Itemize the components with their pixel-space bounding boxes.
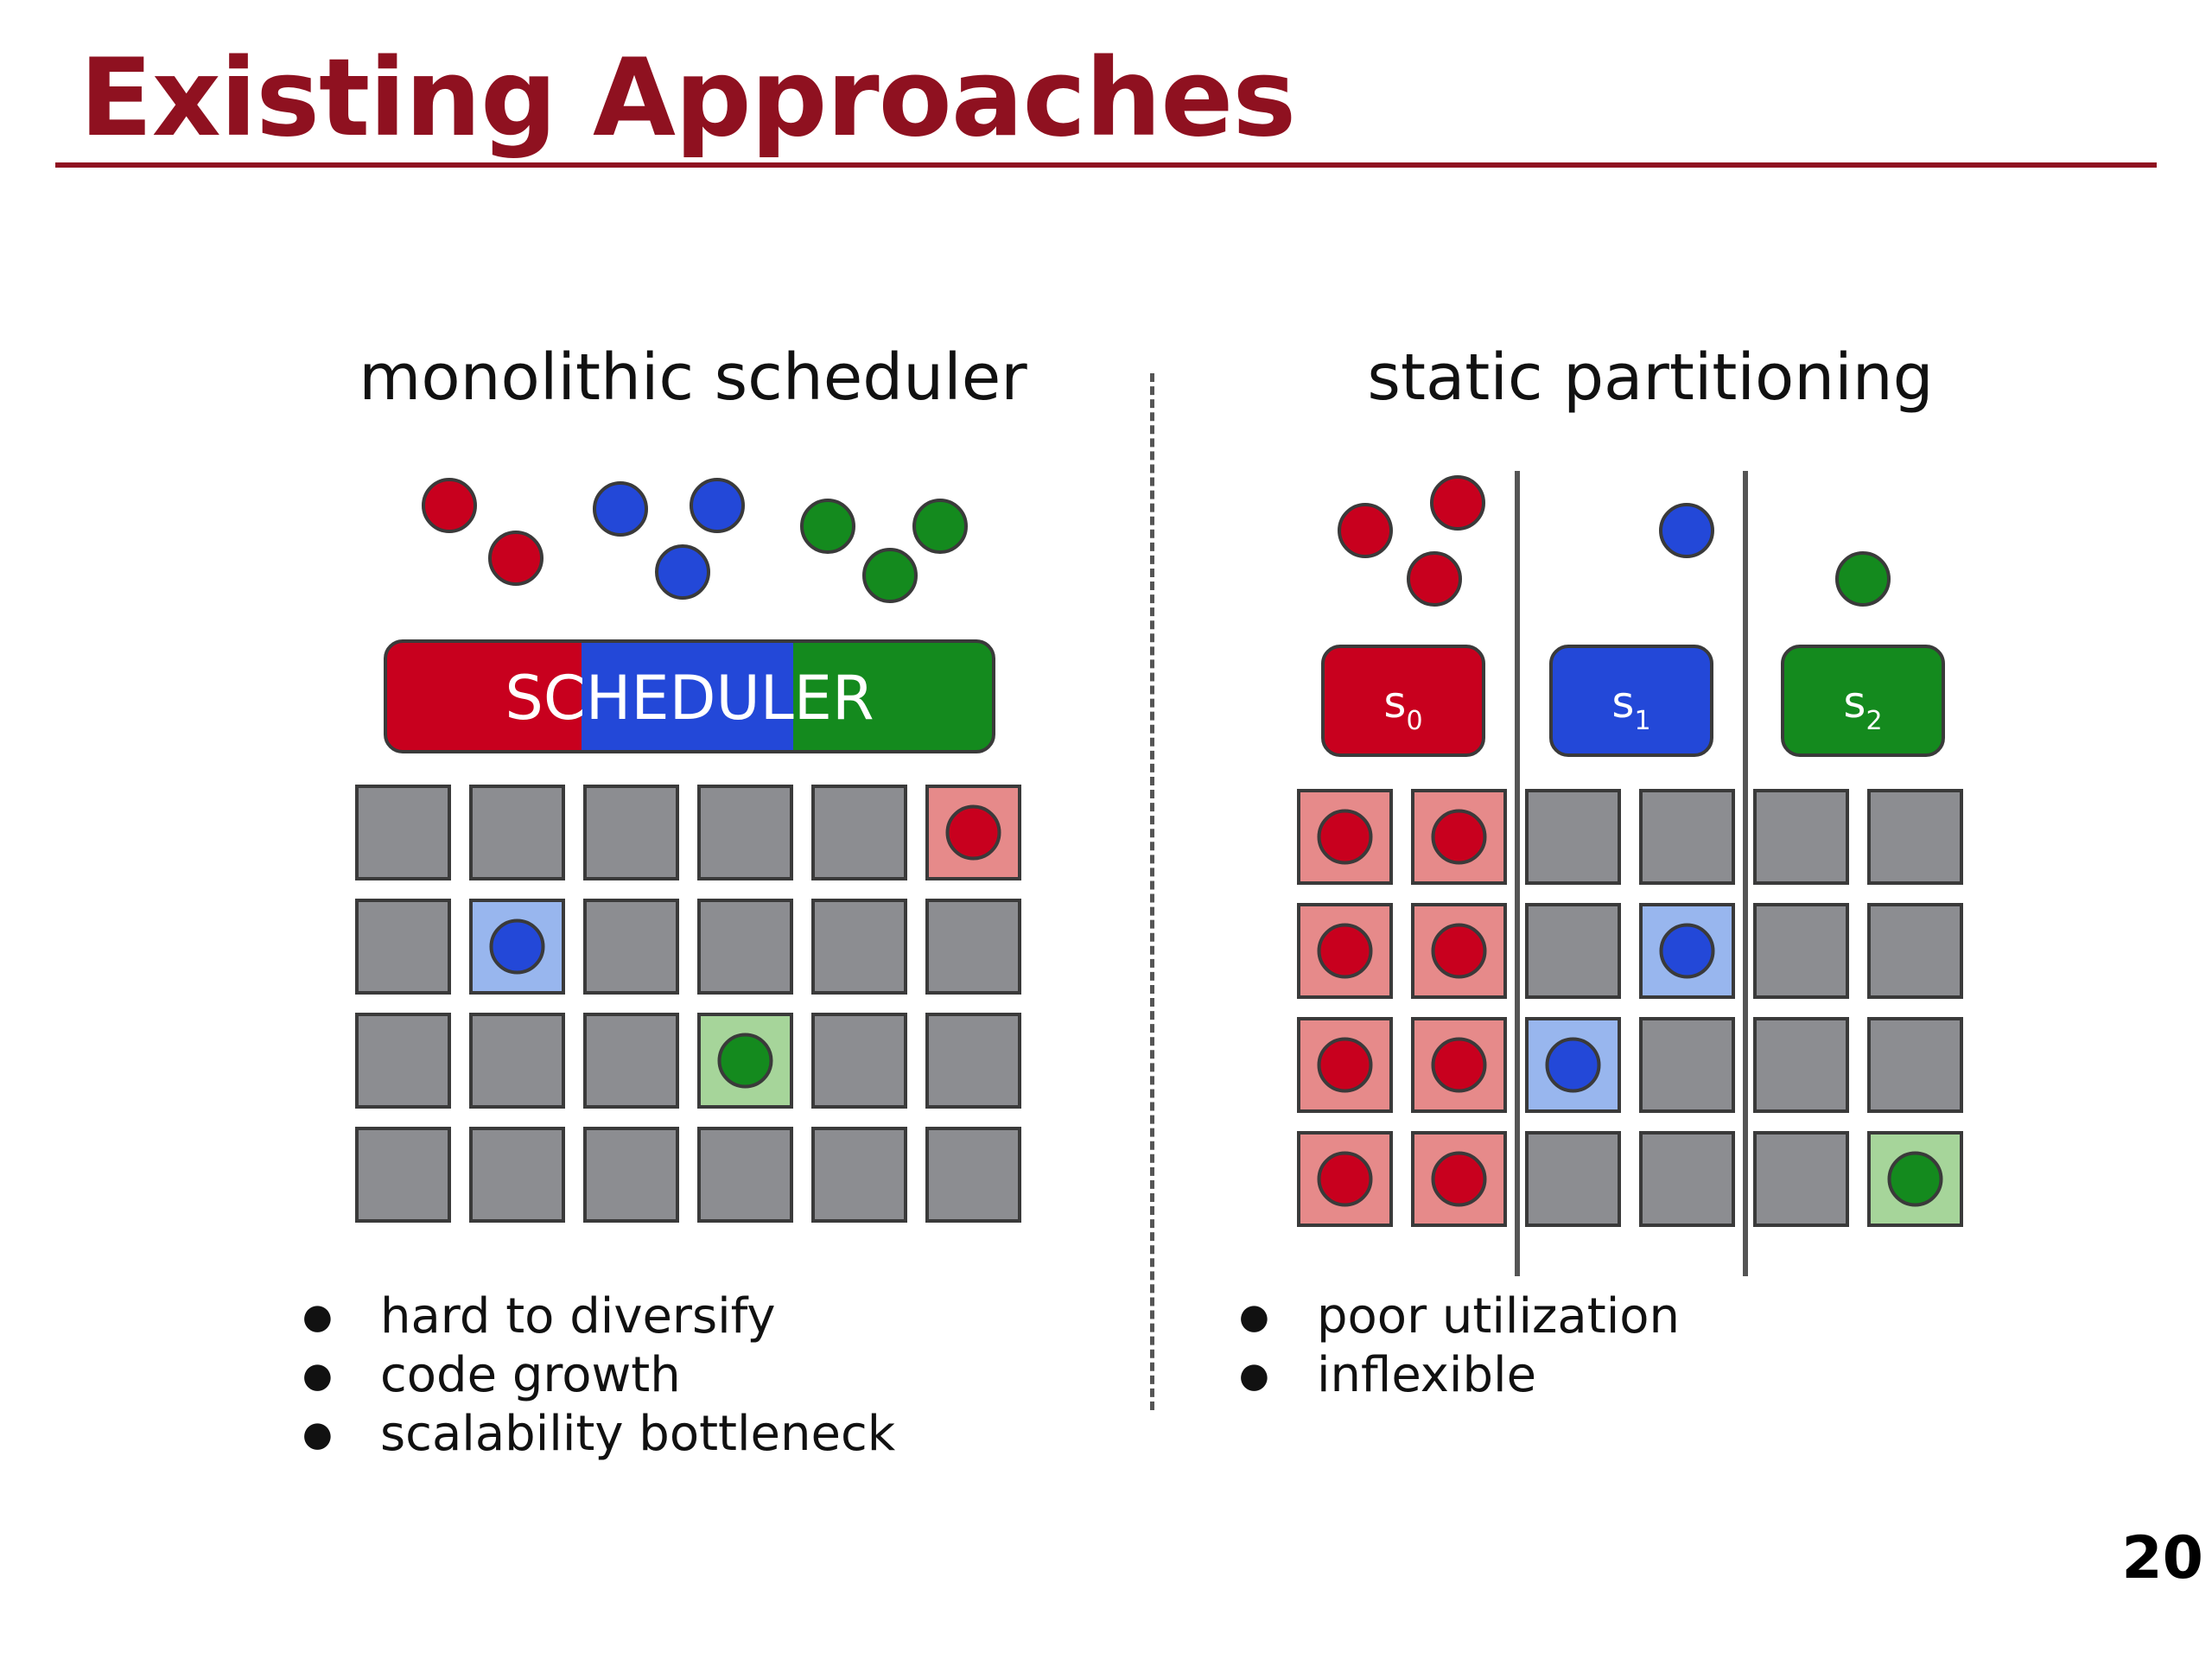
partition-scheduler-label: s0 bbox=[1383, 677, 1422, 736]
monolithic-grid-running-task bbox=[717, 1033, 773, 1089]
monolithic-grid-slot bbox=[811, 899, 907, 995]
monolithic-grid-slot bbox=[355, 1127, 451, 1223]
bullet-item: inflexible bbox=[1239, 1346, 1680, 1405]
static-grid-running-task bbox=[1317, 1151, 1373, 1207]
static-grid-running-task bbox=[1431, 1037, 1487, 1093]
monolithic-grid-slot bbox=[811, 1127, 907, 1223]
monolithic-panel-title: monolithic scheduler bbox=[359, 340, 1027, 415]
monolithic-grid-slot bbox=[811, 785, 907, 880]
pending-task bbox=[912, 499, 968, 554]
monolithic-bullets: hard to diversify code growth scalabilit… bbox=[302, 1287, 895, 1464]
scheduler-segment-green bbox=[793, 641, 994, 752]
monolithic-grid-slot bbox=[469, 1013, 565, 1109]
monolithic-grid-slot bbox=[811, 1013, 907, 1109]
static-grid-slot bbox=[1753, 1017, 1849, 1113]
pending-task bbox=[690, 478, 745, 533]
monolithic-grid-slot bbox=[697, 899, 793, 995]
monolithic-grid-slot bbox=[469, 785, 565, 880]
static-grid-running-task bbox=[1317, 1037, 1373, 1093]
pending-task bbox=[422, 478, 477, 533]
scheduler-box bbox=[384, 639, 995, 753]
pending-task bbox=[862, 548, 918, 603]
bullet-item: scalability bottleneck bbox=[302, 1405, 895, 1464]
monolithic-grid-running-task bbox=[489, 918, 545, 975]
title-underline bbox=[55, 162, 2157, 168]
static-grid-slot bbox=[1867, 789, 1963, 885]
static-grid-slot bbox=[1411, 903, 1507, 999]
partition-scheduler-label: s2 bbox=[1843, 677, 1882, 736]
scheduler-segment-blue bbox=[582, 641, 793, 752]
static-grid-slot bbox=[1753, 789, 1849, 885]
static-grid-running-task bbox=[1545, 1037, 1601, 1093]
static-grid-slot bbox=[1411, 1131, 1507, 1227]
static-grid-slot bbox=[1867, 1017, 1963, 1113]
monolithic-grid-slot bbox=[583, 899, 679, 995]
scheduler-label: SCHEDULER bbox=[505, 663, 874, 734]
pending-task bbox=[593, 481, 648, 537]
pending-task bbox=[1338, 503, 1393, 558]
pending-task bbox=[655, 544, 710, 600]
pending-task bbox=[1659, 503, 1714, 558]
monolithic-grid-slot bbox=[583, 1013, 679, 1109]
monolithic-grid-slot bbox=[697, 1127, 793, 1223]
partition-scheduler-2 bbox=[1781, 645, 1945, 757]
slide-title: Existing Approaches bbox=[79, 36, 1296, 161]
monolithic-grid-slot bbox=[697, 785, 793, 880]
panel-divider bbox=[1150, 373, 1154, 1410]
page-number: 20 bbox=[2121, 1524, 2203, 1592]
monolithic-grid-slot bbox=[469, 1127, 565, 1223]
static-panel-title: static partitioning bbox=[1367, 340, 1934, 415]
pending-task bbox=[488, 531, 543, 586]
static-grid-slot bbox=[1639, 789, 1735, 885]
bullet-item: hard to diversify bbox=[302, 1287, 895, 1346]
partition-scheduler-1 bbox=[1549, 645, 1713, 757]
scheduler-segment-red bbox=[385, 641, 582, 752]
static-grid-slot bbox=[1639, 1017, 1735, 1113]
static-grid-running-task bbox=[1317, 923, 1373, 979]
pending-task bbox=[800, 499, 855, 554]
static-grid-running-task bbox=[1887, 1151, 1943, 1207]
static-grid-running-task bbox=[1431, 923, 1487, 979]
monolithic-grid-slot bbox=[355, 785, 451, 880]
monolithic-grid-slot bbox=[925, 1013, 1021, 1109]
partition-scheduler-label: s1 bbox=[1611, 677, 1650, 736]
static-bullets: poor utilization inflexible bbox=[1239, 1287, 1680, 1405]
monolithic-grid-slot bbox=[583, 785, 679, 880]
pending-task bbox=[1407, 551, 1462, 607]
bullet-item: code growth bbox=[302, 1346, 895, 1405]
monolithic-grid-slot bbox=[925, 1127, 1021, 1223]
static-grid-running-task bbox=[1659, 923, 1715, 979]
monolithic-grid-slot bbox=[355, 899, 451, 995]
static-grid-slot bbox=[1525, 789, 1621, 885]
static-grid-slot bbox=[1525, 1131, 1621, 1227]
static-grid-running-task bbox=[1431, 809, 1487, 865]
static-grid-slot bbox=[1639, 1131, 1735, 1227]
partition-scheduler-0 bbox=[1321, 645, 1485, 757]
static-grid-slot bbox=[1753, 1131, 1849, 1227]
pending-task bbox=[1835, 551, 1891, 607]
static-grid-running-task bbox=[1317, 809, 1373, 865]
pending-task bbox=[1430, 475, 1485, 531]
static-grid-slot bbox=[1867, 903, 1963, 999]
static-grid-slot bbox=[1753, 903, 1849, 999]
monolithic-grid-running-task bbox=[945, 804, 1001, 861]
monolithic-grid-slot bbox=[925, 899, 1021, 995]
monolithic-grid-slot bbox=[583, 1127, 679, 1223]
static-grid-slot bbox=[1525, 903, 1621, 999]
bullet-item: poor utilization bbox=[1239, 1287, 1680, 1346]
static-grid-running-task bbox=[1431, 1151, 1487, 1207]
monolithic-grid-slot bbox=[355, 1013, 451, 1109]
